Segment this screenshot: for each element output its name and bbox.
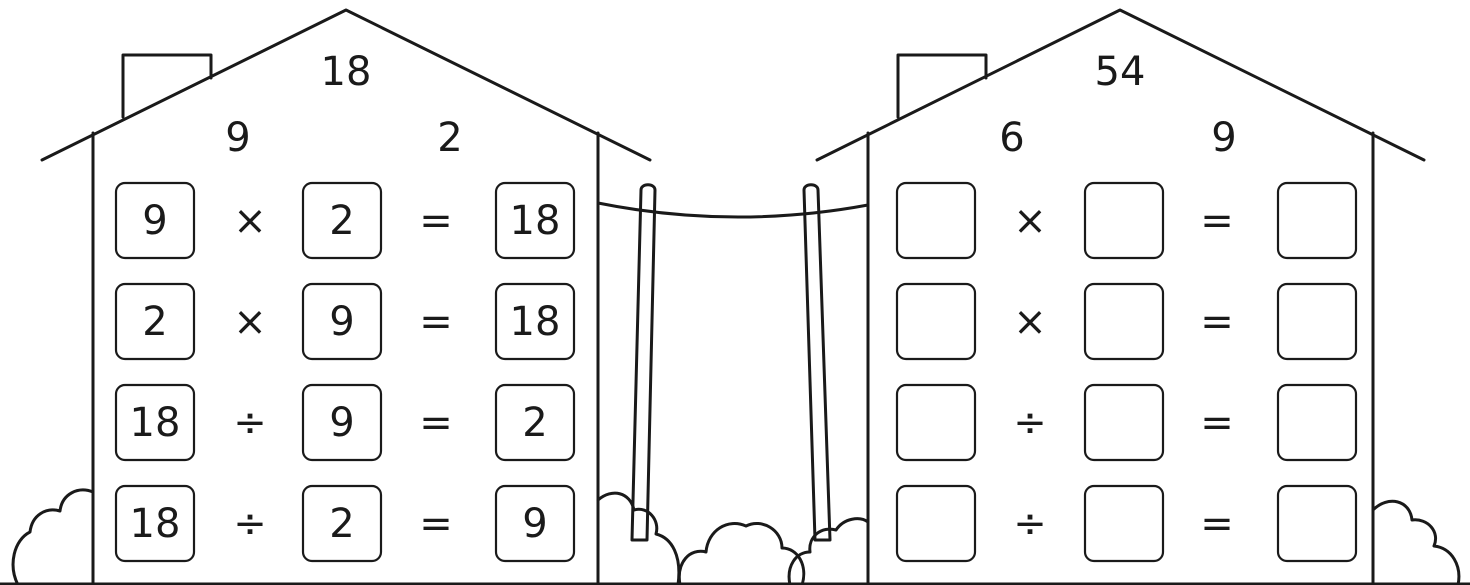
equation-row: 18 ÷ 9 = 2 [116, 385, 574, 460]
answer-b: 9 [329, 299, 354, 345]
pole-left [632, 185, 655, 540]
answer-c: 18 [510, 198, 561, 244]
answer-box-a[interactable] [897, 183, 975, 258]
answer-box-b[interactable] [1085, 486, 1163, 561]
pole-right [804, 185, 830, 540]
operator: ÷ [1013, 501, 1047, 547]
equals-sign: = [419, 400, 453, 446]
answer-b: 9 [329, 400, 354, 446]
house-left-content: 18 9 2 9 × 2 = 18 2 × 9 = 18 18 ÷ [116, 49, 574, 561]
answer-box-a[interactable] [897, 486, 975, 561]
answer-c: 2 [522, 400, 547, 446]
equals-sign: = [1200, 299, 1234, 345]
operator: × [233, 198, 267, 244]
chimney-right [898, 55, 986, 117]
answer-a: 18 [130, 400, 181, 446]
operator: × [1013, 198, 1047, 244]
equation-row: 2 × 9 = 18 [116, 284, 574, 359]
equals-sign: = [1200, 198, 1234, 244]
equation-row: × = [897, 183, 1356, 258]
answer-box-b[interactable] [1085, 183, 1163, 258]
factor-right: 2 [437, 115, 462, 161]
operator: × [233, 299, 267, 345]
operator: ÷ [233, 501, 267, 547]
house-right-content: 54 6 9 × = × = ÷ = [897, 49, 1356, 561]
factor-left: 9 [225, 115, 250, 161]
equals-sign: = [419, 501, 453, 547]
equation-row: × = [897, 284, 1356, 359]
equals-sign: = [1200, 400, 1234, 446]
equals-sign: = [419, 299, 453, 345]
equation-row: ÷ = [897, 385, 1356, 460]
equals-sign: = [1200, 501, 1234, 547]
answer-box-c[interactable] [1278, 183, 1356, 258]
bush-middle-center [679, 523, 803, 585]
operator: × [1013, 299, 1047, 345]
answer-c: 18 [510, 299, 561, 345]
clothesline [598, 203, 868, 217]
factor-right: 9 [1211, 115, 1236, 161]
answer-box-c[interactable] [1278, 284, 1356, 359]
equals-sign: = [419, 198, 453, 244]
equation-row: ÷ = [897, 486, 1356, 561]
answer-c: 9 [522, 501, 547, 547]
operator: ÷ [1013, 400, 1047, 446]
roof-product: 18 [321, 49, 372, 95]
bush-right-house [1373, 501, 1459, 585]
chimney-left [123, 55, 211, 117]
bush-middle-right [789, 519, 868, 585]
answer-box-a[interactable] [897, 385, 975, 460]
answer-a: 18 [130, 501, 181, 547]
answer-a: 2 [142, 299, 167, 345]
answer-b: 2 [329, 501, 354, 547]
equation-row: 18 ÷ 2 = 9 [116, 486, 574, 561]
yard-between-houses [0, 185, 1470, 585]
bush-left-house [13, 490, 93, 585]
equation-row: 9 × 2 = 18 [116, 183, 574, 258]
answer-box-a[interactable] [897, 284, 975, 359]
answer-box-b[interactable] [1085, 385, 1163, 460]
answer-box-c[interactable] [1278, 486, 1356, 561]
factor-left: 6 [999, 115, 1024, 161]
answer-a: 9 [142, 198, 167, 244]
answer-box-b[interactable] [1085, 284, 1163, 359]
answer-b: 2 [329, 198, 354, 244]
operator: ÷ [233, 400, 267, 446]
roof-product: 54 [1095, 49, 1146, 95]
answer-box-c[interactable] [1278, 385, 1356, 460]
